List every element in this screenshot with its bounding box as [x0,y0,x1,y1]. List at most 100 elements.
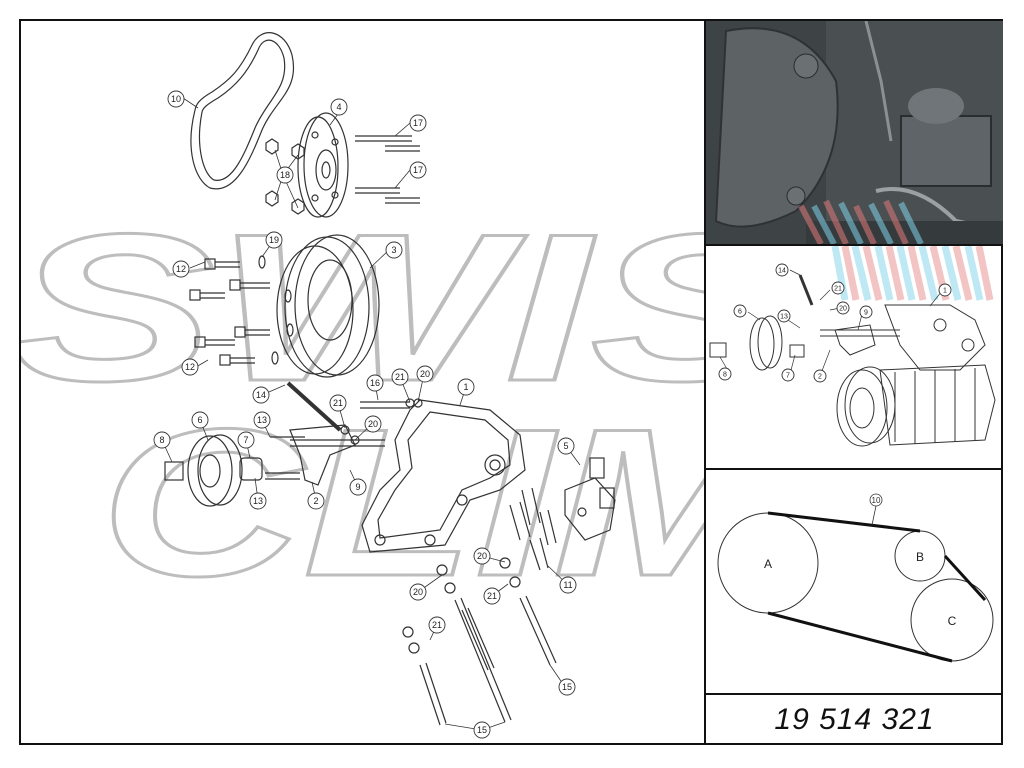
callout-circle [391,368,409,386]
callout-circle [265,231,283,249]
callout-label: 4 [336,102,341,112]
callout-circle [252,386,270,404]
inset-callout-label: 21 [834,286,842,293]
pulley-b-label: B [916,550,924,564]
inset-callout-circle [777,309,791,323]
callout-circle [330,98,348,116]
callout-circle [249,492,267,510]
belt-part [190,32,295,190]
inset-callout-circle [938,283,952,297]
callout-circle [276,166,294,184]
inset-callout-circle [781,368,795,382]
inset-callout-label: 2 [818,374,822,381]
inset-callout-circle [831,281,845,295]
callout-circle [153,431,171,449]
callout-circle [167,90,185,108]
callout-label: 21 [333,398,343,408]
bolts-part [189,255,294,366]
callout-circle [558,678,576,696]
callout-circle [473,547,491,565]
callout-label: 20 [413,587,423,597]
callout-label: 14 [256,390,266,400]
watermark-line1: SWISS [21,190,704,425]
callout-label: 21 [395,372,405,382]
callout-label: 8 [159,435,164,445]
part-number: 19 514 321 [774,703,935,736]
watermark: SWISS CLIMA [21,189,704,622]
callout-label: 18 [280,170,290,180]
callout-label: 12 [176,264,186,274]
callout-circle [473,721,491,739]
callout-circle [409,583,427,601]
hub-part [297,112,349,218]
callout-circle [557,437,575,455]
inset-callout-circle [775,263,789,277]
callout-label: 13 [253,496,263,506]
inset-callout-circle [718,367,732,381]
callout-label: 11 [563,580,572,590]
panel-divider-3 [704,693,1003,695]
tensioner-plate-part [289,424,356,486]
inset-callout-label: 20 [839,306,847,313]
nuts-part [265,138,305,215]
exploded-view-diagram: SWISS CLIMA [21,32,704,739]
callout-label: 19 [269,235,279,245]
adapter-part [564,457,616,541]
callout-label: 20 [368,419,378,429]
callout-label: 1 [463,382,468,392]
panel-divider-vertical [704,19,706,745]
callout-circle [366,374,384,392]
callout-label: 17 [413,118,423,128]
pulley-c-label: C [948,614,957,628]
callout-label: 5 [563,441,568,451]
long-studs-part [419,595,557,726]
belt-label: 10 [872,496,881,505]
callout-label: 20 [420,369,430,379]
inset-callout-label: 1 [943,288,947,295]
callout-label: 20 [477,551,487,561]
callout-label: 6 [197,415,202,425]
panel-divider-1 [704,244,1003,246]
callout-circle [191,411,209,429]
callout-label: 3 [391,245,396,255]
callout-circle [172,260,190,278]
inset-callout-label: 9 [864,310,868,317]
studs-part [355,135,420,204]
inset-callout-label: 8 [723,372,727,379]
inset-callout-circle [813,369,827,383]
callout-circle [364,415,382,433]
callout-circle [181,358,199,376]
callout-circle [385,241,403,259]
inset-callout-label: 7 [786,373,790,380]
inset-callout-circle [836,301,850,315]
callout-circle [253,411,271,429]
callout-label: 17 [413,165,423,175]
callout-circle [416,365,434,383]
callout-label: 13 [257,415,267,425]
callout-circle [329,394,347,412]
pulley-part [276,234,380,378]
panel-divider-2 [704,468,1003,470]
callout-label: 7 [243,435,248,445]
callout-label: 12 [185,362,195,372]
pulley-a-label: A [764,557,772,571]
inset-callout-circle [733,304,747,318]
callout-label: 2 [313,496,318,506]
callout-circle [349,478,367,496]
callout-label: 21 [432,620,442,630]
callout-label: 15 [477,725,487,735]
callout-circle [409,114,427,132]
callout-label: 15 [562,682,572,692]
callout-circle [483,587,501,605]
callout-circle [428,616,446,634]
bracket-part [361,399,526,553]
callout-circle [559,576,577,594]
callout-circle [237,431,255,449]
long-bolt-part [286,381,342,432]
inset-callout-label: 6 [738,309,742,316]
inset-callout-circle [859,305,873,319]
drawing-frame [19,19,1003,745]
